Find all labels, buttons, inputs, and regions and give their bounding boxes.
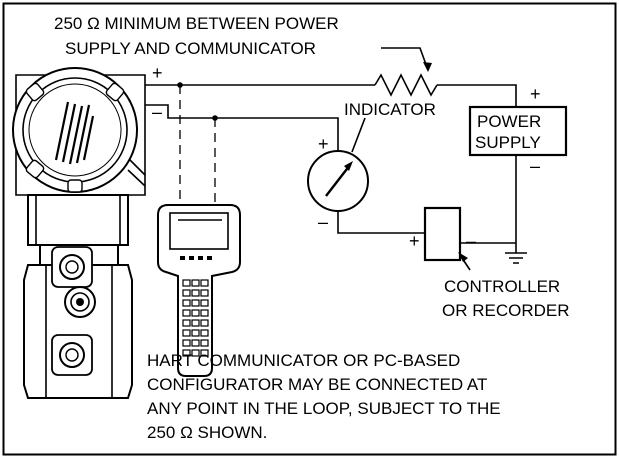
power-plus-sign: + (530, 84, 541, 104)
controller-minus-sign: – (466, 231, 476, 251)
controller-plus-sign: + (409, 231, 420, 251)
transmitter-plus-sign: + (152, 63, 163, 83)
note-line2: CONFIGURATOR MAY BE CONNECTED AT (147, 375, 487, 394)
transmitter-minus-sign: – (152, 102, 162, 122)
ground-icon (505, 243, 527, 264)
controller-recorder-icon (423, 206, 471, 271)
loop-wiring (145, 47, 527, 264)
indicator-minus-sign: – (318, 212, 328, 232)
note-line1: HART COMMUNICATOR OR PC-BASED (147, 351, 460, 370)
note-line3: ANY POINT IN THE LOOP, SUBJECT TO THE (147, 399, 501, 418)
power-supply-label-line1: POWER (477, 112, 541, 131)
note-line4: 250 Ω SHOWN. (147, 423, 267, 442)
controller-label-line2: OR RECORDER (442, 301, 570, 320)
indicator-label: INDICATOR (344, 100, 436, 119)
power-supply-box (468, 105, 568, 157)
hart-communicator-icon (157, 204, 241, 377)
resistor-note-line2: SUPPLY AND COMMUNICATOR (65, 39, 316, 58)
power-minus-sign: – (530, 156, 540, 176)
controller-label-line1: CONTROLLER (444, 277, 560, 296)
indicator-meter-icon (307, 117, 369, 212)
resistor-note-line1: 250 Ω MINIMUM BETWEEN POWER (54, 14, 339, 33)
indicator-plus-sign: + (318, 134, 329, 154)
resistor-icon (374, 73, 438, 97)
transmitter-icon (12, 67, 146, 399)
power-supply-label-line2: SUPPLY (475, 133, 541, 152)
